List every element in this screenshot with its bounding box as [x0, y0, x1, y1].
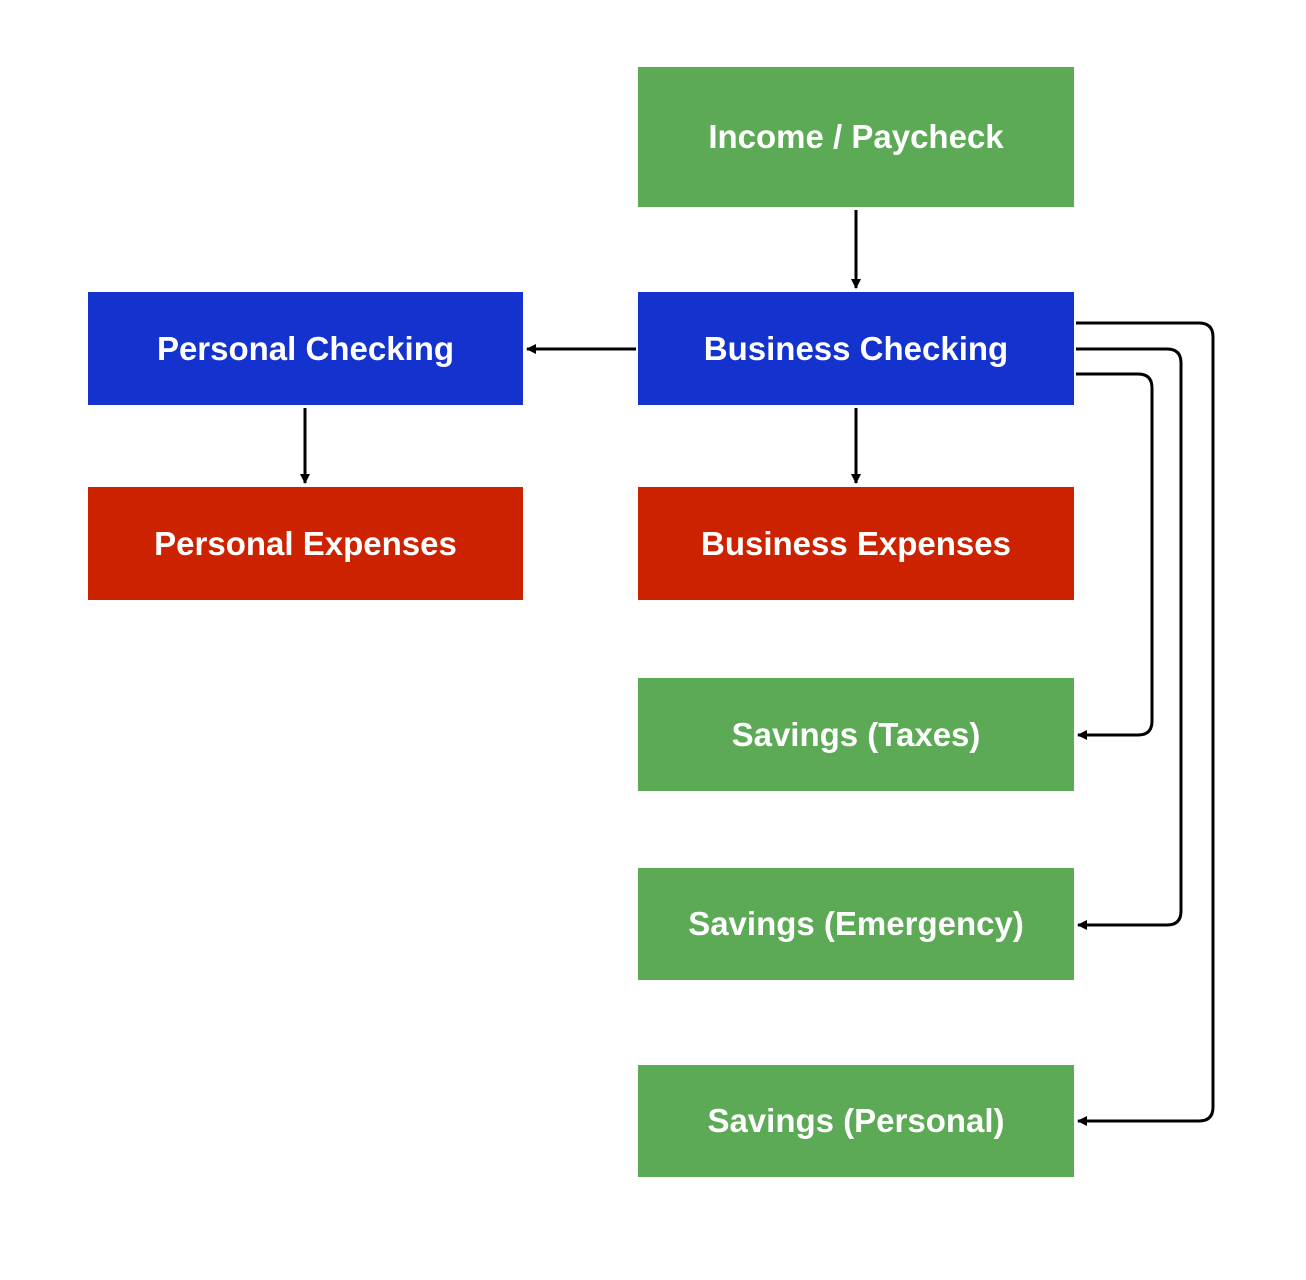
node-label: Savings (Personal): [707, 1102, 1005, 1139]
edge-business-checking-to-savings-personal: [1076, 321, 1215, 1126]
node-label: Personal Checking: [156, 329, 455, 367]
node-label: Savings (Emergency): [688, 905, 1024, 942]
edge-business-checking-to-savings-taxes: [1076, 372, 1154, 740]
node-business-checking: Business Checking: [638, 292, 1074, 405]
node-label: Business Checking: [703, 329, 1009, 367]
node-savings-emergency: Savings (Emergency): [638, 868, 1074, 980]
node-income-paycheck: Income / Paycheck: [638, 67, 1074, 207]
node-label: Business Expenses: [701, 524, 1011, 562]
node-business-expenses: Business Expenses: [638, 487, 1074, 600]
node-savings-taxes: Savings (Taxes): [638, 678, 1074, 791]
node-label: Savings (Taxes): [731, 715, 981, 753]
node-personal-checking: Personal Checking: [88, 292, 523, 405]
node-personal-expenses: Personal Expenses: [88, 487, 523, 600]
edge-business-checking-to-savings-emergency: [1076, 347, 1183, 930]
node-label: Income / Paycheck: [708, 118, 1004, 155]
node-label: Personal Expenses: [154, 524, 457, 562]
node-savings-personal: Savings (Personal): [638, 1065, 1074, 1177]
